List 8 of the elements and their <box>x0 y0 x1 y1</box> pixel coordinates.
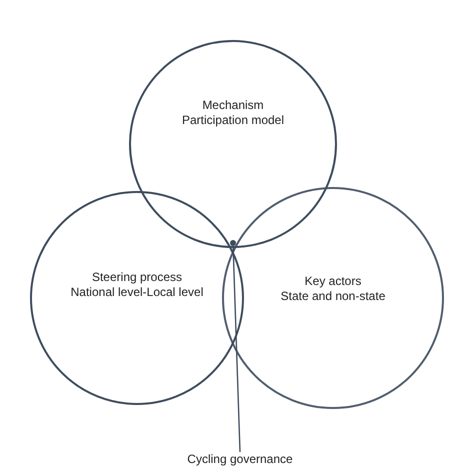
circle-label: Key actors <box>304 274 362 289</box>
circle-label: Mechanism <box>201 98 265 113</box>
circle-label: National level-Local level <box>70 285 204 300</box>
circle-label: State and non-state <box>280 289 386 304</box>
leader-line <box>232 246 241 452</box>
circle-label: Participation model <box>180 113 286 128</box>
caption-label: Cycling governance <box>187 452 293 466</box>
circle-label: Steering process <box>90 270 184 285</box>
